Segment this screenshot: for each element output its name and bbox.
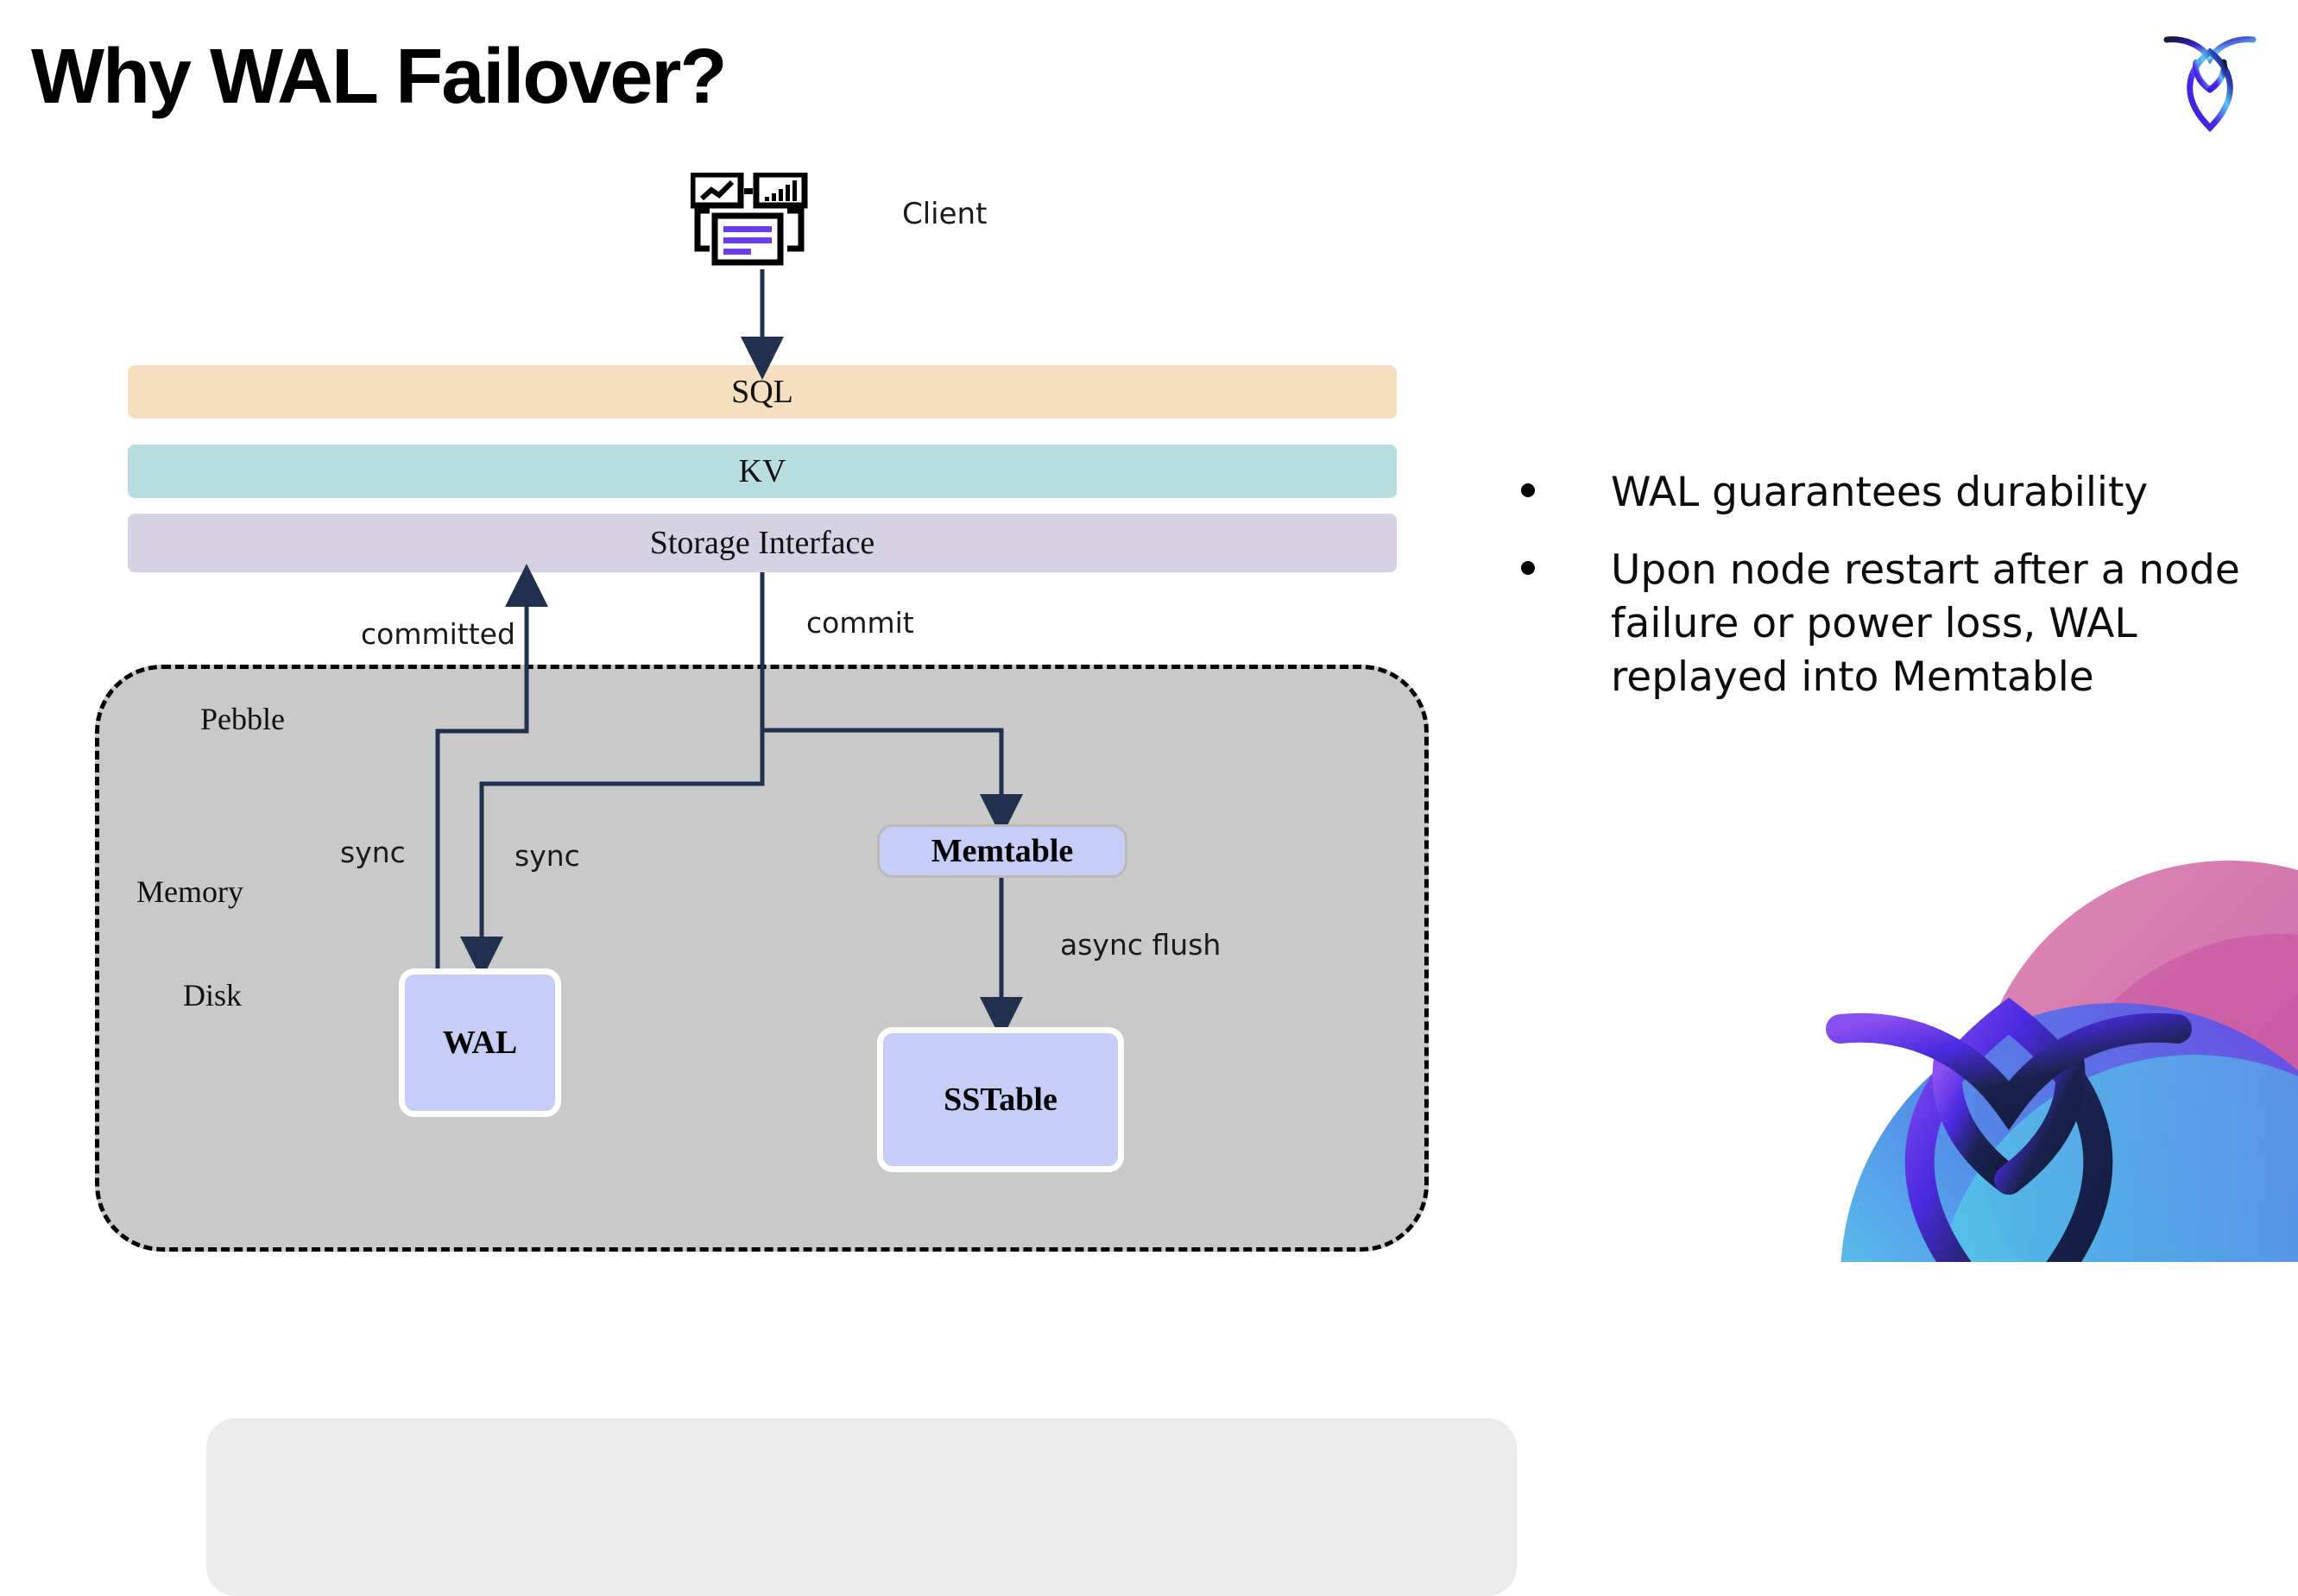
edge-label-sync-right: sync [515,839,580,873]
cockroach-logo-icon [2163,36,2257,132]
node-wal-label: WAL [442,1025,518,1061]
bullet-text: Upon node restart after a node failure o… [1611,546,2240,702]
stack-layer-storage-interface[interactable]: Storage Interface [128,514,1397,572]
bullet-dot-icon [1521,561,1535,576]
bullet-text: WAL guarantees durability [1611,469,2149,516]
edge-label-committed: committed [361,617,515,651]
stack-layer-sql-label: SQL [731,374,793,410]
node-memtable[interactable]: Memtable [877,824,1127,878]
edge-label-sync-left: sync [340,836,406,869]
stack-layer-kv-label: KV [738,453,786,489]
memory-label: Memory [136,874,243,909]
list-item: WAL guarantees durability [1521,466,2246,520]
stack-layer-sql[interactable]: SQL [128,365,1397,419]
edge-label-async-flush: async flush [1060,928,1222,962]
architecture-diagram: Client SQL KV Storage Interface Pebble M… [95,173,1517,1596]
stack-layer-storage-interface-label: Storage Interface [649,525,875,561]
edge-label-commit: commit [806,606,914,640]
stack-layer-kv[interactable]: KV [128,445,1397,498]
pebble-container [95,665,1517,1596]
cockroach-logo-watermark-icon [1826,861,2298,1262]
pebble-label: Pebble [200,702,285,736]
bullet-list: WAL guarantees durability Upon node rest… [1521,466,2246,729]
page-title: Why WAL Failover? [31,34,727,120]
node-sstable[interactable]: SSTable [877,1027,1124,1172]
node-wal[interactable]: WAL [399,968,561,1117]
client-label: Client [902,197,988,231]
disk-label: Disk [183,978,243,1012]
list-item: Upon node restart after a node failure o… [1521,544,2246,704]
client-dashboard-icon [691,173,808,266]
bullet-dot-icon [1521,483,1535,497]
node-memtable-label: Memtable [931,833,1074,869]
memory-region [206,1418,1517,1596]
node-sstable-label: SSTable [944,1082,1057,1118]
